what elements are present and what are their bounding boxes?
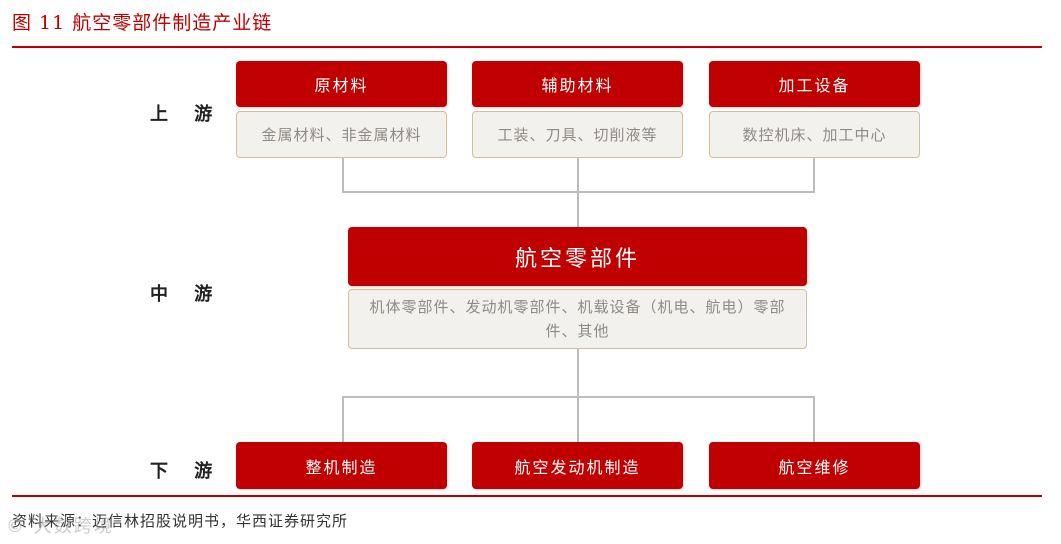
stage-label-upstream: 上 游	[150, 104, 223, 125]
bottom-divider	[12, 495, 1042, 497]
upstream-detail-auxiliary-materials: 工装、刀具、切削液等	[472, 111, 683, 158]
connector-upstream-bar	[342, 191, 815, 193]
connector-upstream-1	[342, 158, 344, 192]
upstream-header-auxiliary-materials: 辅助材料	[472, 61, 683, 107]
source-note: 资料来源：迈信林招股说明书，华西证券研究所	[12, 512, 349, 530]
midstream-detail: 机体零部件、发动机零部件、机载设备（机电、航电）零部件、其他	[348, 289, 807, 349]
top-divider	[12, 46, 1042, 48]
stage-label-midstream: 中 游	[150, 284, 223, 305]
downstream-aviation-maintenance: 航空维修	[709, 442, 920, 489]
connector-upstream-2	[577, 158, 579, 228]
connector-downstream-bar	[342, 396, 815, 398]
connector-downstream-1	[342, 396, 344, 443]
upstream-header-raw-materials: 原材料	[236, 61, 447, 107]
upstream-detail-processing-equipment: 数控机床、加工中心	[709, 111, 920, 158]
downstream-engine-manufacturing: 航空发动机制造	[472, 442, 683, 489]
watermark: © 大数跨境	[6, 516, 114, 537]
upstream-header-processing-equipment: 加工设备	[709, 61, 920, 107]
stage-label-downstream: 下 游	[150, 461, 223, 482]
connector-upstream-3	[813, 158, 815, 192]
downstream-aircraft-manufacturing: 整机制造	[236, 442, 447, 489]
connector-downstream-3	[813, 396, 815, 443]
figure-title: 图 11 航空零部件制造产业链	[12, 12, 273, 34]
upstream-detail-raw-materials: 金属材料、非金属材料	[236, 111, 447, 158]
midstream-header: 航空零部件	[348, 227, 807, 286]
